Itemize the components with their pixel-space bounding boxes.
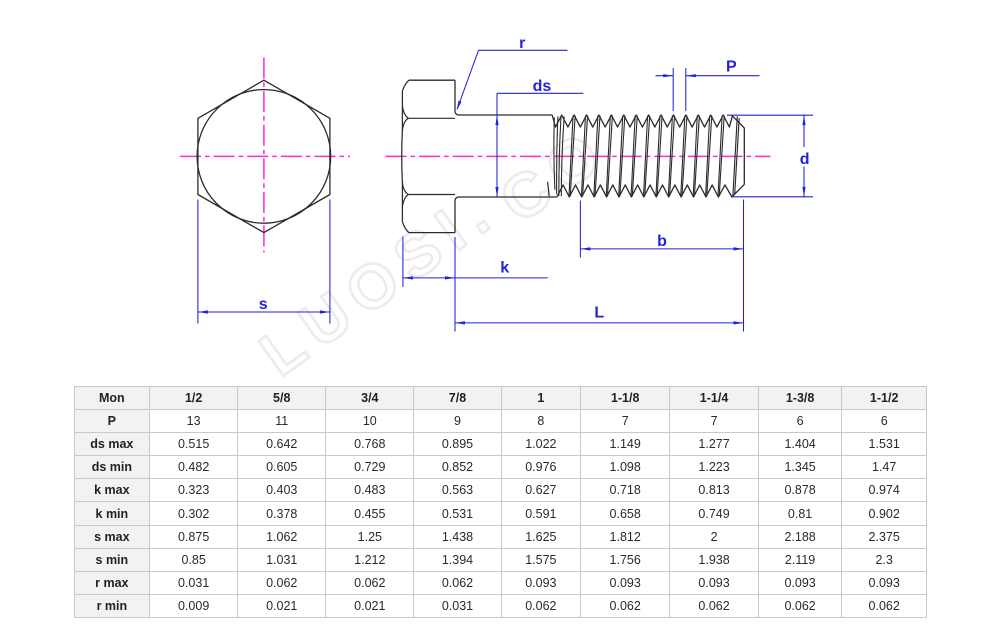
svg-text:L: L — [594, 305, 604, 322]
svg-text:P: P — [726, 58, 737, 75]
svg-text:LUOSI.: LUOSI. — [248, 175, 510, 390]
svg-text:d: d — [800, 151, 810, 168]
svg-text:s: s — [259, 296, 268, 313]
svg-text:ds: ds — [533, 78, 552, 95]
svg-text:r: r — [519, 35, 525, 52]
svg-text:b: b — [657, 233, 667, 250]
svg-text:k: k — [500, 259, 509, 276]
